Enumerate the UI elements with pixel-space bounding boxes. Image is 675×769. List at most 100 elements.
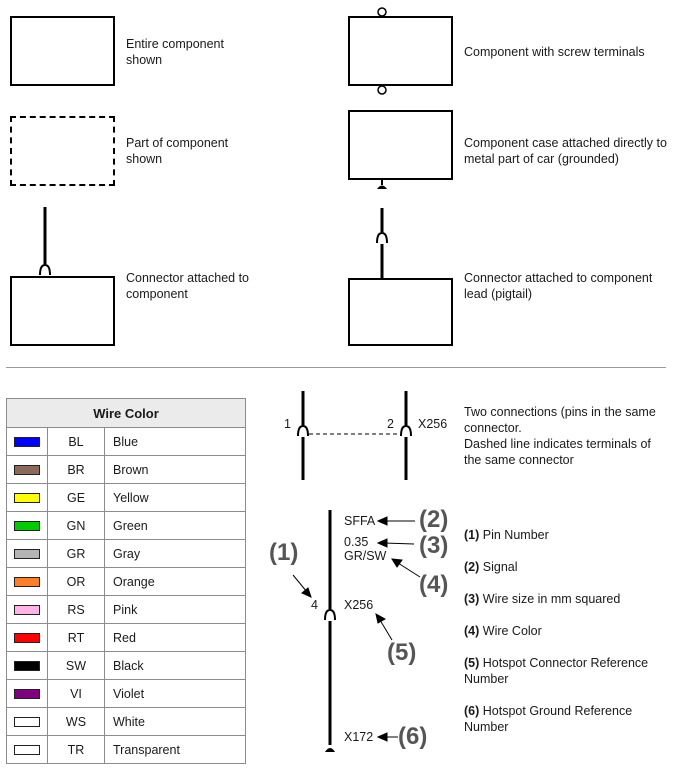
color-code: GE: [47, 483, 105, 512]
wire-color-text: GR/SW: [344, 549, 387, 563]
swatch-cell: [6, 735, 48, 764]
part-component-box: [10, 116, 115, 186]
two-conn-desc1: Two connections (pins in the same connec…: [464, 405, 656, 435]
wire-size-text: 0.35: [344, 535, 369, 549]
swatch-cell: [6, 707, 48, 736]
color-name: Red: [104, 623, 246, 652]
color-code: GN: [47, 511, 105, 540]
color-swatch-icon: [14, 633, 40, 644]
pin-number-text: 4: [311, 598, 318, 612]
callout-5: (5): [387, 639, 417, 666]
ground-mark-icon: [377, 180, 387, 189]
color-swatch-icon: [14, 605, 40, 616]
color-name: Transparent: [104, 735, 246, 764]
swatch-cell: [6, 539, 48, 568]
two-conn-pin1: 1: [284, 417, 291, 431]
color-name: Gray: [104, 539, 246, 568]
swatch-cell: [6, 455, 48, 484]
color-swatch-icon: [14, 521, 40, 532]
callout-3: (3): [419, 532, 449, 559]
screw-terminal-top-icon: [377, 7, 387, 17]
color-code: WS: [47, 707, 105, 736]
pigtail-wire-icon: [376, 208, 388, 278]
color-code: RT: [47, 623, 105, 652]
connector-component-box: [10, 276, 115, 346]
wire-color-title: Wire Color: [6, 398, 246, 428]
callout-4: (4): [419, 571, 449, 598]
legend-2: (2) Signal: [464, 560, 518, 574]
color-name: Violet: [104, 679, 246, 708]
swatch-cell: [6, 427, 48, 456]
color-name: Brown: [104, 455, 246, 484]
connector-ref-text: X256: [344, 598, 374, 612]
screw-terminal-bottom-icon: [377, 85, 387, 95]
callout-arrows: [292, 516, 421, 742]
screw-terminals-label: Component with screw terminals: [464, 45, 645, 59]
color-code: OR: [47, 567, 105, 596]
color-name: Blue: [104, 427, 246, 456]
color-code: VI: [47, 679, 105, 708]
entire-component-box: [10, 16, 115, 86]
case-grounded-label: Component case attached directly to meta…: [464, 136, 667, 166]
ground-ref-text: X172: [344, 730, 374, 744]
swatch-cell: [6, 651, 48, 680]
swatch-cell: [6, 483, 48, 512]
color-code: BL: [47, 427, 105, 456]
color-swatch-icon: [14, 689, 40, 700]
color-name: Pink: [104, 595, 246, 624]
connector-component-label: Connector attached to component: [126, 271, 249, 301]
screw-terminals-box: [348, 16, 453, 86]
color-swatch-icon: [14, 577, 40, 588]
callout-2: (2): [419, 506, 449, 533]
legend-6: (6) Hotspot Ground Reference Number: [464, 704, 633, 734]
color-name: Green: [104, 511, 246, 540]
pigtail-box: [348, 278, 453, 346]
color-swatch-icon: [14, 549, 40, 560]
swatch-cell: [6, 511, 48, 540]
two-conn-connector: X256: [418, 417, 448, 431]
two-conn-pin2: 2: [387, 417, 394, 431]
swatch-cell: [6, 679, 48, 708]
two-conn-desc2: Dashed line indicates terminals of the s…: [464, 437, 651, 467]
color-name: White: [104, 707, 246, 736]
color-swatch-icon: [14, 493, 40, 504]
pigtail-label: Connector attached to component lead (pi…: [464, 271, 653, 301]
color-name: Yellow: [104, 483, 246, 512]
legend-3: (3) Wire size in mm squared: [464, 592, 621, 606]
color-swatch-icon: [14, 717, 40, 728]
entire-component-label: Entire component shown: [126, 37, 224, 67]
color-swatch-icon: [14, 745, 40, 756]
legend-1: (1) Pin Number: [464, 528, 549, 542]
color-swatch-icon: [14, 661, 40, 672]
color-code: TR: [47, 735, 105, 764]
callout-6: (6): [398, 723, 428, 750]
section-divider: [6, 367, 666, 368]
color-code: RS: [47, 595, 105, 624]
two-conn-desc: Two connections (pins in the same connec…: [464, 404, 669, 468]
connector-wire-icon: [39, 207, 51, 276]
color-name: Orange: [104, 567, 246, 596]
part-component-label: Part of component shown: [126, 136, 229, 166]
legend-5: (5) Hotspot Connector Reference Number: [464, 656, 649, 686]
signal-text: SFFA: [344, 514, 376, 528]
color-code: SW: [47, 651, 105, 680]
color-swatch-icon: [14, 465, 40, 476]
color-code: BR: [47, 455, 105, 484]
color-name: Black: [104, 651, 246, 680]
two-connections-icon: [297, 391, 412, 480]
color-code: GR: [47, 539, 105, 568]
